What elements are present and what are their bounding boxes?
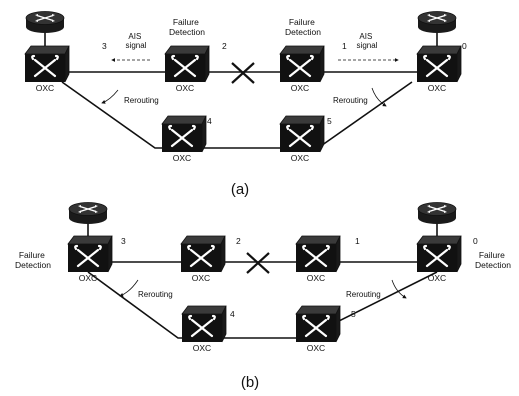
diagram-a: OXC OXC OXC OXC OXC OXC 3 2 1 0 4 5 Fail… (23, 10, 467, 198)
fd-word1-node1: Failure (289, 17, 315, 27)
oxc-label-1-b: OXC (307, 273, 325, 283)
node-number-1-b: 1 (355, 236, 360, 246)
node-number-5-a: 5 (327, 116, 332, 126)
router-left-a (25, 10, 65, 34)
oxc-node-5-a (278, 114, 326, 154)
rerouting-arrow-left-a (101, 89, 119, 104)
rerouting-arrow-right-a (371, 87, 387, 107)
node-number-2-b: 2 (236, 236, 241, 246)
fd-word1-node0: Failure (479, 250, 505, 260)
oxc-label-4-a: OXC (173, 153, 191, 163)
oxc-label-1-a: OXC (291, 83, 309, 93)
link-failure-icon-b (246, 252, 270, 274)
oxc-label-5-b: OXC (307, 343, 325, 353)
oxc-node-1-a (278, 44, 326, 84)
oxc-node-0-a (415, 44, 463, 84)
oxc-label-5-a: OXC (291, 153, 309, 163)
rerouting-label-left-b: Rerouting (138, 290, 173, 299)
fd-word1-node3: Failure (19, 250, 45, 260)
oxc-label-0-a: OXC (428, 83, 446, 93)
caption-a: (a) (231, 181, 249, 198)
oxc-label-2-a: OXC (176, 83, 194, 93)
oxc-label-2-b: OXC (192, 273, 210, 283)
protection-path-a (61, 81, 413, 149)
oxc-node-0-b (415, 234, 463, 274)
node-number-1-a: 1 (342, 41, 347, 51)
ais-signal-label-right: AIS signal (357, 32, 378, 50)
rerouting-arrow-right-b (391, 279, 407, 299)
node-number-2-a: 2 (222, 41, 227, 51)
ais-word2-right: signal (357, 41, 378, 50)
fd-word2-node0: Detection (475, 260, 511, 270)
router-left-b (68, 201, 108, 225)
node-number-4-a: 4 (207, 116, 212, 126)
node-number-3-b: 3 (121, 236, 126, 246)
fd-word2-node1: Detection (285, 27, 321, 37)
protection-path-b (87, 271, 438, 339)
node-number-0-a: 0 (462, 41, 467, 51)
oxc-node-5-b (294, 304, 342, 344)
oxc-node-1-b (294, 234, 342, 274)
node-number-3-a: 3 (102, 41, 107, 51)
failure-detection-label-node1: Failure Detection (285, 17, 321, 37)
oxc-node-4-a (160, 114, 208, 154)
oxc-node-4-b (180, 304, 228, 344)
caption-b: (b) (241, 374, 259, 391)
ais-word1-right: AIS (359, 32, 372, 41)
links-b (87, 218, 438, 339)
failure-detection-label-node0: Failure Detection (475, 250, 511, 270)
rerouting-arrow-left-b (119, 279, 139, 297)
oxc-node-2-b (179, 234, 227, 274)
ais-word2-left: signal (126, 41, 147, 50)
rerouting-label-right-b: Rerouting (346, 290, 381, 299)
node-number-0-b: 0 (473, 236, 478, 246)
link-failure-icon (231, 62, 255, 84)
node-number-5-b: 5 (351, 309, 356, 319)
router-right-b (417, 201, 457, 225)
oxc-node-2-a (163, 44, 211, 84)
router-right-a (417, 10, 457, 34)
oxc-label-0-b: OXC (428, 273, 446, 283)
rerouting-label-right-a: Rerouting (333, 96, 368, 105)
oxc-label-4-b: OXC (193, 343, 211, 353)
failure-detection-label-node2: Failure Detection (169, 17, 205, 37)
fd-word2-node3: Detection (15, 260, 51, 270)
failure-detection-label-node3: Failure Detection (15, 250, 51, 270)
node-number-4-b: 4 (230, 309, 235, 319)
oxc-node-3-a (23, 44, 71, 84)
ais-signal-label-left: AIS signal (126, 32, 147, 50)
oxc-label-3-b: OXC (79, 273, 97, 283)
fd-word2-node2: Detection (169, 27, 205, 37)
rerouting-label-left-a: Rerouting (124, 96, 159, 105)
diagram-b: OXC OXC OXC OXC OXC OXC 3 2 1 0 4 5 Fail… (15, 201, 511, 391)
oxc-node-3-b (66, 234, 114, 274)
oxc-label-3-a: OXC (36, 83, 54, 93)
fd-word1-node2: Failure (173, 17, 199, 27)
ais-word1-left: AIS (128, 32, 141, 41)
